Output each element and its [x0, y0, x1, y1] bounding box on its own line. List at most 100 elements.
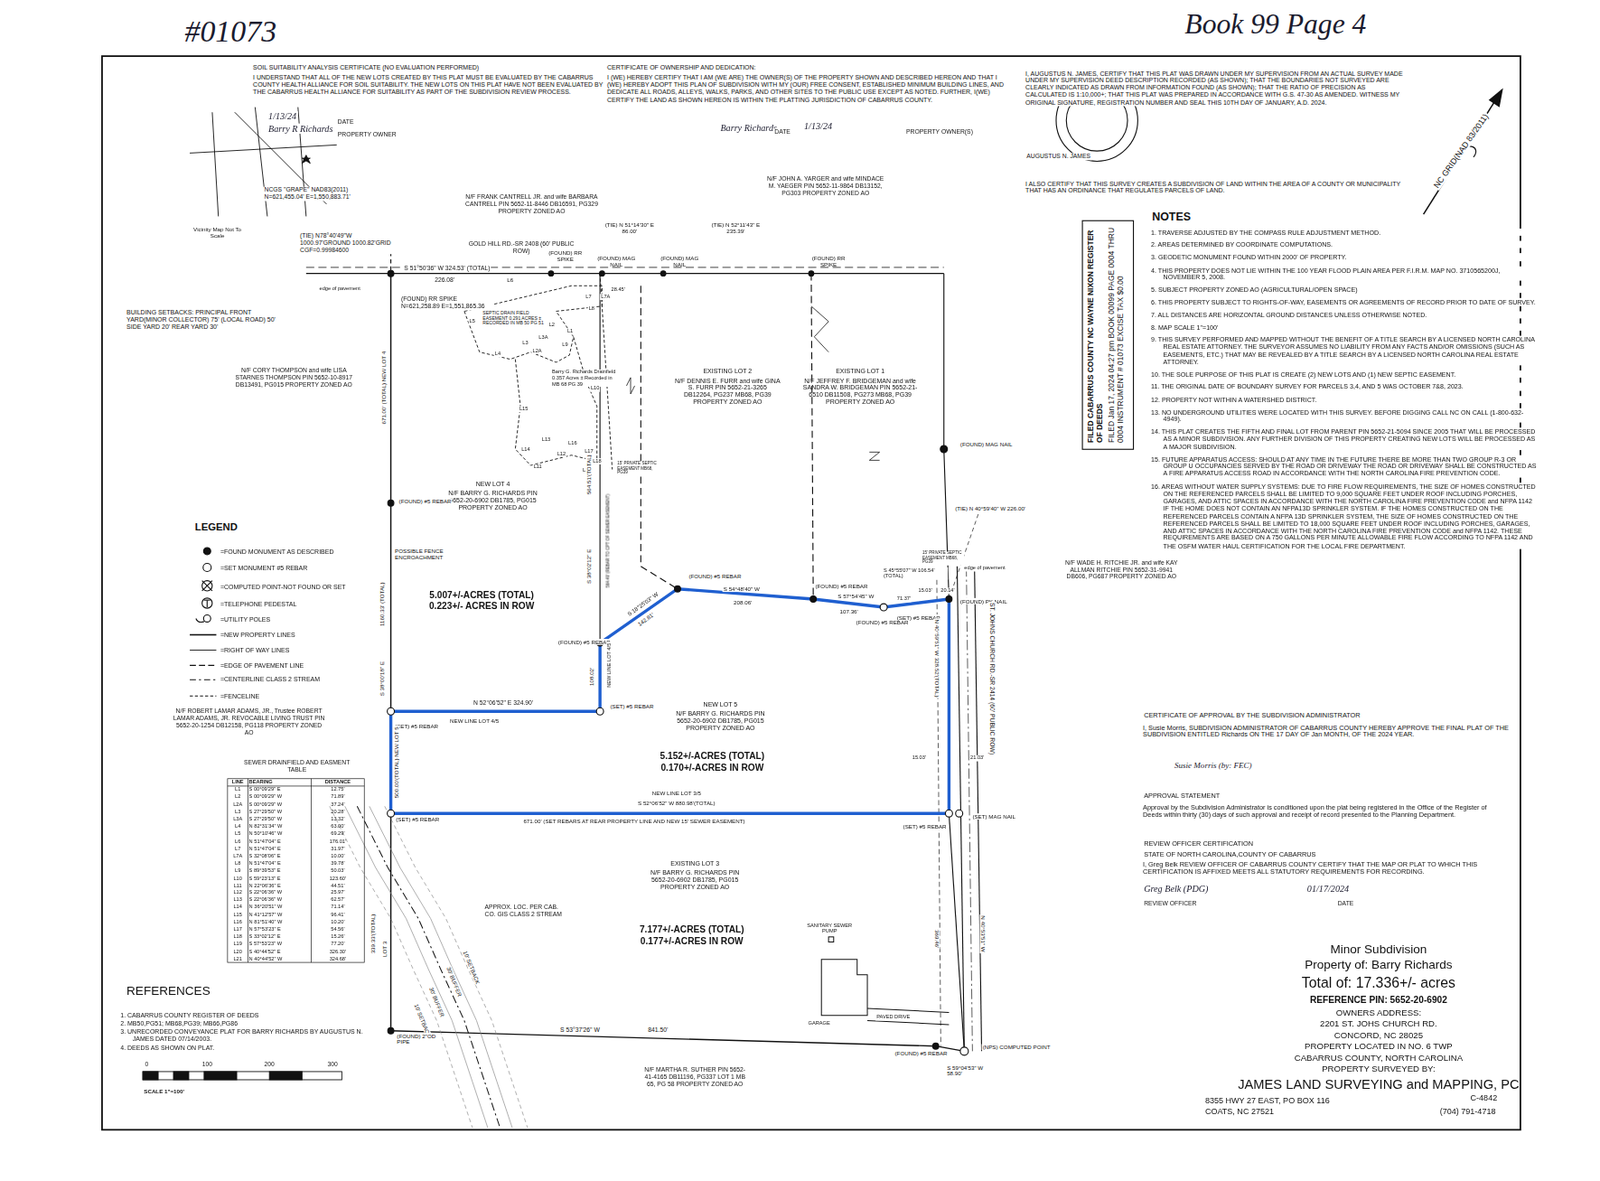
plat-label: L7A	[599, 293, 611, 300]
legend-text: =UTILITY POLES	[219, 615, 272, 623]
table-cell: L1	[227, 785, 249, 794]
plat-label: L12	[556, 450, 568, 457]
plat-label: L8	[588, 306, 597, 312]
plat-label: N/F JOHN A. YARGER and wife MINDACE M. Y…	[763, 175, 889, 197]
stream-buffers	[329, 805, 528, 1128]
plat-label: REFERENCES	[125, 984, 212, 1000]
plat-label: SANITARY SEWER PUMP	[803, 922, 857, 935]
plat-label: S 54°48'40" W	[722, 585, 761, 592]
table-cell: 71.14'	[310, 903, 365, 911]
plat-label: (FOUND) #5 REBAR	[397, 497, 452, 505]
table-cell: L10	[227, 873, 249, 881]
plat-label: (FOUND) MAG NAIL	[594, 254, 637, 268]
plat-label: 1160.33' (TOTAL)	[378, 580, 385, 627]
table-cell: DISTANCE	[310, 778, 365, 786]
plat-label: S 53°37'26" W	[559, 1026, 601, 1034]
plat-text: 8. MAP SCALE 1"=100'	[1150, 323, 1537, 331]
plat-label: N/F JEFFREY F. BRIDGEMAN and wife SANDRA…	[800, 376, 920, 406]
plat-label: PROPERTY SURVEYED BY:	[1244, 1064, 1513, 1075]
plat-label: L10	[589, 385, 601, 392]
legend-text: =COMPUTED POINT-NOT FOUND OR SET	[219, 582, 347, 590]
plat-label: L18	[591, 458, 603, 464]
plat-label: L15	[518, 406, 530, 412]
plat-label: (FOUND) PK NAIL	[959, 598, 1009, 605]
plat-text: 3. UNRECORDED CONVEYANCE PLAT FOR BARRY …	[120, 1028, 381, 1043]
plat-text: 16. AREAS WITHOUT WATER SUPPLY SYSTEMS: …	[1150, 482, 1537, 550]
plat-text: 1. CABARRUS COUNTY REGISTER OF DEEDS	[120, 1010, 381, 1019]
plat-text: 14. THIS PLAT CREATES THE FIFTH AND FINA…	[1150, 427, 1537, 450]
plat-label: 564.51'(TOTAL)	[585, 453, 592, 496]
plat-label: 1/13/24	[803, 121, 833, 132]
plat-label: (SET) #5 REBAR	[901, 823, 947, 830]
table-cell: L5	[227, 830, 249, 838]
scale-bar	[142, 1071, 342, 1080]
plat-label: L3A	[537, 334, 549, 340]
plat-label: L7	[584, 293, 593, 300]
text-block: I, Greg Belk REVIEW OFFICER OF CABARRUS …	[1142, 860, 1516, 876]
plat-text: Approval by the Subdivision Administrato…	[1142, 803, 1506, 819]
plat-label: 107.36'	[838, 608, 859, 615]
plat-label: (FOUND) MAG NAIL	[658, 254, 702, 268]
table-cell: S 22°06'36" W	[247, 896, 311, 904]
plat-label: 01/17/2024	[1306, 883, 1351, 895]
plat-label: EXISTING LOT 2	[663, 367, 793, 375]
plat-label: (704) 791-4718	[1439, 1106, 1498, 1116]
north-arrow	[1423, 89, 1503, 215]
table-cell: L15	[227, 910, 249, 918]
plat-label: 8355 HWY 27 EAST, PO BOX 116	[1204, 1095, 1331, 1105]
table-cell: N 50°10'46" W	[247, 830, 311, 838]
table-cell: L3A	[227, 814, 249, 823]
plat-label: L9	[561, 341, 570, 347]
plat-label: (SET) #5 REBAR	[393, 723, 440, 730]
plat-label: PROPERTY OWNER(S)	[905, 128, 974, 136]
plat-label: S 45°55'07" W 106.54' (TOTAL)	[882, 567, 948, 580]
plat-label: (FOUND) #5 REBAR	[814, 582, 869, 590]
plat-label: L2A	[531, 347, 543, 354]
plat-text: 1. TRAVERSE ADJUSTED BY THE COMPASS RULE…	[1150, 228, 1537, 236]
plat-label: 1/13/24	[267, 111, 298, 122]
legend-text: =EDGE OF PAVEMENT LINE	[219, 661, 306, 669]
plat-text: I, Greg Belk REVIEW OFFICER OF CABARRUS …	[1142, 860, 1516, 876]
plat-label: 15' PRIVATE SEPTIC EASEMENT MB68, PG39	[616, 461, 665, 477]
plat-label: L2	[548, 322, 557, 328]
legend-text: =CENTERLINE CLASS 2 STREAM	[219, 675, 321, 684]
plat-label: 2201 ST. JOHS CHURCH RD.	[1244, 1019, 1513, 1030]
plat-text: 2. MB50,PG51; MB68,PG39; MB66,PG86	[120, 1019, 381, 1027]
plat-label: 200	[262, 1061, 276, 1069]
text-block: 1. TRAVERSE ADJUSTED BY THE COMPASS RULE…	[1150, 228, 1537, 554]
plat-text: 15. FUTURE APPARATUS ACCESS: SHOULD AT A…	[1150, 455, 1537, 478]
table-cell: 13.32'	[310, 814, 365, 823]
table-cell: 69.29'	[310, 830, 365, 838]
plat-label: 0.177+/-ACRES IN ROW	[604, 935, 780, 947]
plat-label: Total of: 17.336+/- acres	[1244, 974, 1513, 992]
plat-label: (SET) MAG NAIL	[971, 813, 1017, 820]
text-block: CERTIFICATE OF OWNERSHIP AND DEDICATION:…	[607, 63, 1005, 106]
plat-label: STATE OF NORTH CAROLINA,COUNTY OF CABARR…	[1142, 850, 1318, 858]
table-cell: N 82°31'34" W	[247, 823, 311, 831]
plat-label: N/F DENNIS E. FURR and wife GINA S. FURR…	[673, 376, 783, 406]
plat-label: NEW LINE LOT 4/5	[449, 717, 500, 724]
plat-label: NEW LINE LOT 3/5	[624, 789, 729, 796]
table-cell: L16	[227, 917, 249, 926]
plat-label: SEWER DRAINFIELD AND EASMENT TABLE	[234, 758, 360, 774]
table-cell: L11	[227, 881, 249, 889]
plat-text: I, Susie Morris, SUBDIVISION ADMINISTRAT…	[1142, 723, 1516, 740]
plat-label: REFERENCE PIN: 5652-20-6902	[1244, 994, 1513, 1006]
plat-label: N/F BARRY G. RICHARDS PIN 5652-20-6902 D…	[440, 488, 545, 511]
table-cell: N 57°53'23" E	[247, 925, 311, 933]
plat-label: 28.45'	[609, 286, 626, 292]
plat-label: 0.223+/- ACRES IN ROW	[393, 600, 570, 612]
table-cell: L2A	[227, 800, 249, 808]
table-cell: L13	[227, 896, 249, 904]
plat-label: L16	[567, 440, 579, 447]
plat-label: S 59°04'53" W 58.90'	[945, 1064, 1000, 1077]
plat-label: 15.03'	[911, 755, 927, 761]
line-table-grid	[227, 778, 365, 963]
plat-label: Vicinity Map Not To Scale	[190, 226, 244, 240]
table-cell: L2	[227, 793, 249, 801]
plat-label: N/F BARRY G. RICHARDS PIN 5652-20-6902 D…	[668, 709, 773, 731]
plat-label: 71.37'	[896, 596, 912, 602]
table-cell: L7	[227, 844, 249, 852]
plat-label: 0.170+/-ACRES IN ROW	[624, 762, 800, 774]
legend-text: =NEW PROPERTY LINES	[219, 630, 297, 638]
